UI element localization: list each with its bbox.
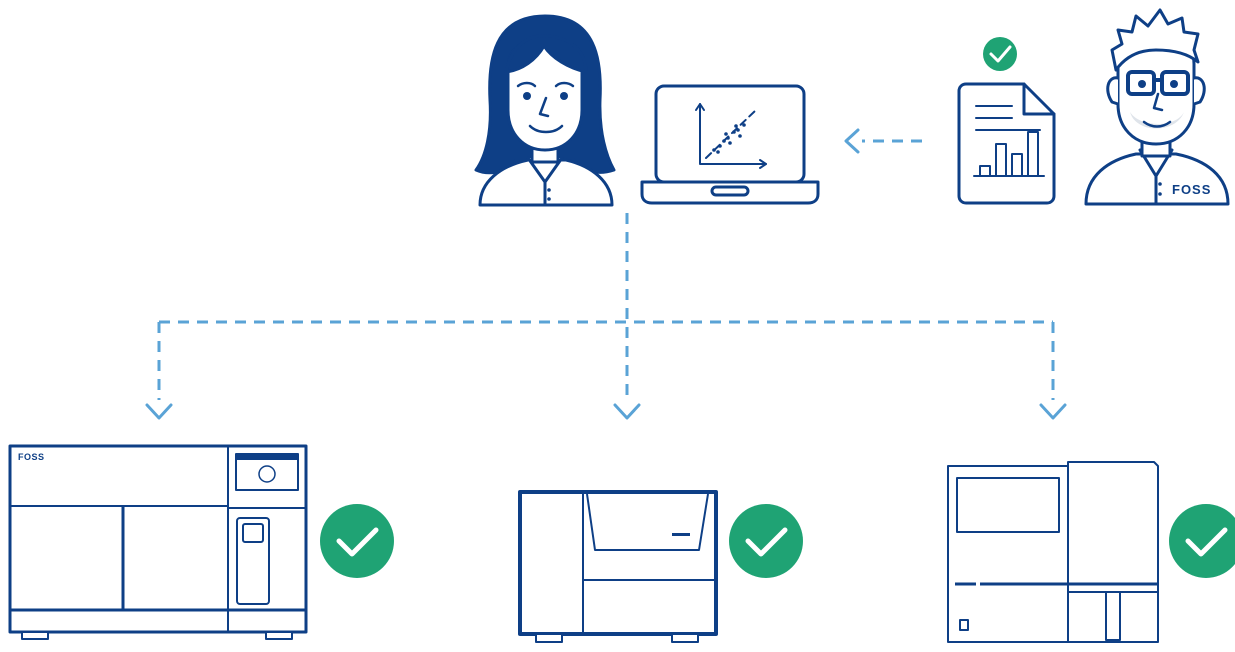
report-document-icon bbox=[957, 82, 1056, 205]
analyzer-large-icon bbox=[8, 444, 308, 640]
check-icon-3 bbox=[1169, 504, 1235, 578]
down-arrowhead-icon-2 bbox=[613, 403, 641, 420]
down-arrowhead-icon-1 bbox=[145, 403, 173, 420]
analyzer-compact-icon bbox=[518, 490, 718, 643]
check-icon-1 bbox=[320, 504, 394, 578]
scatter-points bbox=[712, 123, 746, 154]
shirt-logo: FOSS bbox=[1172, 182, 1211, 197]
laptop-screen bbox=[654, 84, 806, 184]
laptop-regression-chart-icon bbox=[640, 84, 820, 205]
check-icon-2 bbox=[729, 504, 803, 578]
laptop-base bbox=[640, 180, 820, 205]
foss-expert-icon bbox=[1084, 8, 1230, 206]
report-bar-chart-icon bbox=[973, 131, 1045, 177]
chart-axes-icon bbox=[699, 103, 767, 165]
woman-icon bbox=[474, 14, 616, 207]
instrument-logo: FOSS bbox=[18, 452, 45, 462]
down-arrowhead-icon-3 bbox=[1039, 403, 1067, 420]
left-arrowhead-icon bbox=[844, 128, 860, 154]
arrowheads bbox=[145, 128, 1067, 420]
report-approved-check-icon bbox=[983, 37, 1017, 71]
connectors bbox=[157, 139, 1055, 400]
analyzer-tower-icon bbox=[947, 461, 1159, 643]
